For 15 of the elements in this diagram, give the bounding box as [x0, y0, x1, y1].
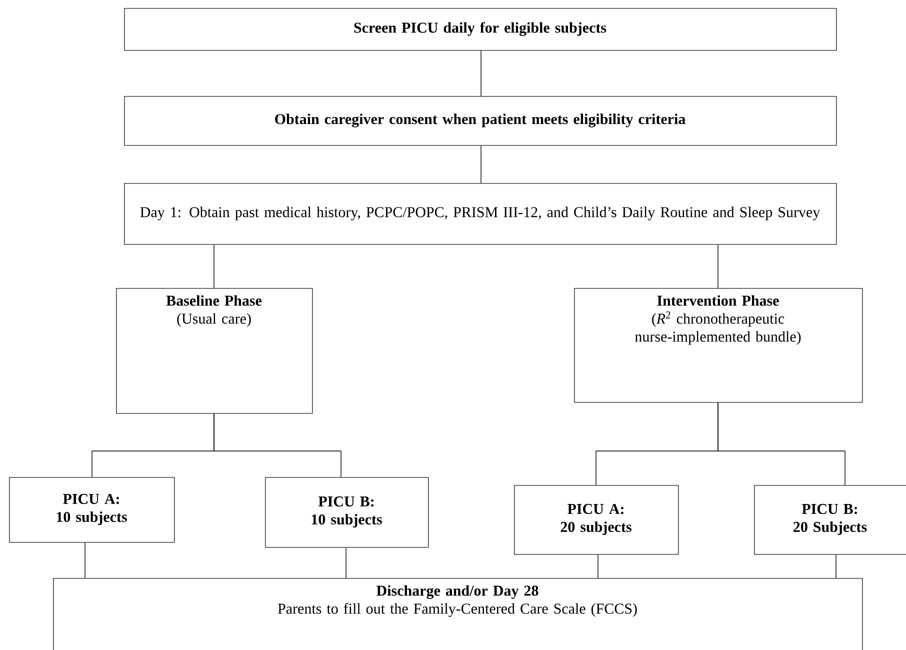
process-box: Discharge and/or Day 28 Parents to fill out the Family-Centered Care Scale (FCCS): [53, 578, 863, 650]
process-box: Obtain caregiver consent when patient meets eligibility criteria: [124, 96, 837, 146]
connector-line: [480, 145, 482, 184]
group-box: PICU A: 10 subjects: [9, 477, 175, 543]
process-box: Day 1: Obtain past medical history, PCPC/POPC, PRISM III-12, and Child’s Daily Routine and Sleep Survey: [124, 183, 837, 245]
connector-line: [718, 402, 846, 486]
connector-line: [214, 413, 342, 478]
phase-box: Intervention Phase (R$^{2}$ chronotherapeutic nurse-implemented bundle): [574, 288, 863, 403]
process-box: Screen PICU daily for eligible subjects: [124, 8, 837, 51]
group-box: PICU B: 10 subjects: [265, 477, 429, 548]
connector-line: [480, 50, 482, 96]
group-box: PICU A: 20 subjects: [514, 485, 679, 555]
group-box: PICU B: 20 Subjects: [754, 485, 906, 555]
phase-box: Baseline Phase (Usual care): [116, 288, 313, 414]
connector-line: [84, 542, 86, 578]
